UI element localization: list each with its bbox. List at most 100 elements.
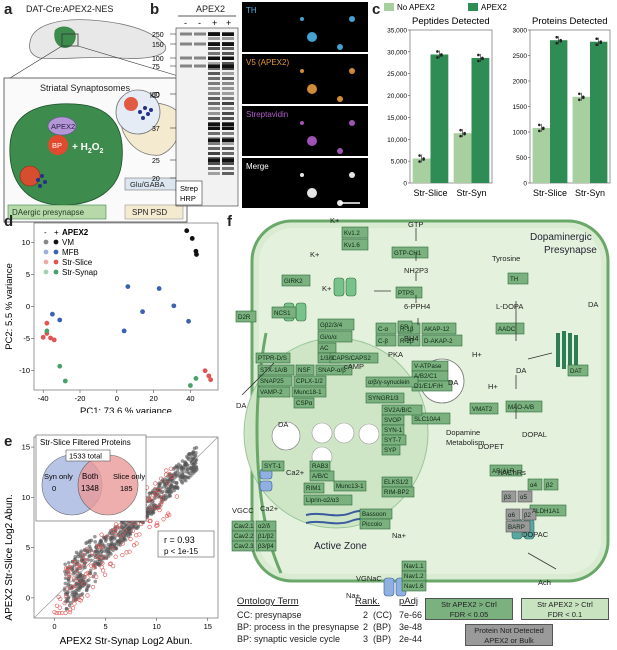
protein-label-rim1: RIM1 <box>306 485 321 492</box>
pathway-text-dopamine_metab_1: Dopamine <box>446 428 480 437</box>
slice-only-point <box>114 555 118 559</box>
protein-label-dat: DAT <box>570 368 582 375</box>
replicate-dot <box>582 97 585 100</box>
pca-xtick: -20 <box>75 394 86 403</box>
slice-only-point <box>71 606 75 610</box>
kd-marker-100: 100 <box>152 56 164 63</box>
protein-point <box>128 528 132 532</box>
pathway-text-pph4: 6-PPH4 <box>404 302 430 311</box>
legend-swatch-2: Protein Not DetectedAPEX2 or Bulk <box>465 624 553 646</box>
ytick-0: 35,000 <box>387 28 407 35</box>
pca-point <box>171 303 176 308</box>
replicate-dot <box>459 135 462 138</box>
protein-point <box>195 467 199 471</box>
image-channel-label-3: Merge <box>246 162 269 171</box>
blot-band <box>208 82 220 85</box>
pathway-text-hplus: H+ <box>488 382 498 391</box>
corr-ytick: 15 <box>22 443 30 452</box>
blot-band <box>208 123 220 127</box>
protein-label-b34: β3/β4 <box>258 543 274 550</box>
pca-point <box>50 312 55 317</box>
protein-label-cplx: CPLX-1/2 <box>296 378 323 385</box>
protein-label-aadc: AADC <box>498 326 516 333</box>
pca-ytick: 10 <box>22 238 30 247</box>
protein-label-syn1: SYN-1 <box>384 427 403 434</box>
protein-point <box>113 536 117 540</box>
lane-2-label: - <box>198 18 201 28</box>
blot-band <box>222 72 234 75</box>
ytick-0: 0 <box>403 181 407 188</box>
pca-point <box>208 377 213 382</box>
protein-point <box>157 481 161 485</box>
protein-label-snapab: SNAP-α/β <box>318 367 346 374</box>
replicate-dot <box>418 160 421 163</box>
replicate-dot <box>542 128 545 131</box>
legend-group-2: Str-Slice <box>62 258 93 267</box>
slice-only-point <box>148 525 152 529</box>
blot-band <box>208 142 220 145</box>
pathway-text-da: DA <box>236 401 246 410</box>
category-label-0-1: Str-Syn <box>456 188 486 198</box>
blot-band <box>180 33 192 36</box>
kd-marker-25: 25 <box>152 158 160 165</box>
panel-b-western-and-imaging: APEX2 - - + + kD 2501501007550372520 Str… <box>148 0 370 215</box>
replicate-dot <box>477 60 480 63</box>
pca-point <box>57 318 62 323</box>
protein-label-cspa: CSPα <box>296 400 313 407</box>
legend-swatch-1: Str APEX2 > CtrlFDR < 0.1 <box>521 598 609 620</box>
slice-only-point <box>91 585 95 589</box>
blot-band <box>222 117 234 120</box>
panel-d-pca-plot: -40-2002040-10-50510PC1: 73.6 % variance… <box>0 213 224 413</box>
protein-label-munc13: Munc13-1 <box>336 483 364 490</box>
cell-signal-dot <box>307 136 317 146</box>
protein-point <box>113 543 117 547</box>
ontology-cat: (BP) <box>373 634 391 644</box>
protein-label-cav22: Cav2.2 <box>234 533 254 540</box>
venn-title: Str-Slice Filtered Proteins <box>40 438 131 447</box>
protein-point <box>104 546 108 550</box>
slice-only-point <box>165 469 169 473</box>
protein-point <box>192 468 196 472</box>
pathway-text-nachr: nAChRs <box>498 468 526 477</box>
blot-band <box>180 65 192 68</box>
bar-0-1-0 <box>454 133 472 183</box>
venn-slice-only-n: 185 <box>120 484 133 493</box>
slice-only-point <box>162 517 166 521</box>
blot-band <box>222 167 234 170</box>
legend-group-0: VM <box>62 238 74 247</box>
blot-band <box>222 142 234 145</box>
slice-only-point <box>129 537 133 541</box>
blot-band <box>222 33 234 37</box>
protein-point <box>74 582 78 586</box>
panel-e-correlation-plot: 051015051015APEX2 Str-Synap Log2 Abun.AP… <box>0 433 224 650</box>
blot-band <box>208 159 220 163</box>
ytick-0: 20,000 <box>387 93 407 100</box>
pca-ytick: -10 <box>19 366 30 375</box>
pca-point <box>140 309 145 314</box>
bar-1-1-0 <box>573 97 590 183</box>
replicate-dot <box>578 93 581 96</box>
protein-point <box>166 478 170 482</box>
protein-label-syngr: SYNGR1/3 <box>368 395 399 402</box>
protein-point <box>67 561 71 565</box>
protein-point <box>88 544 92 548</box>
image-channel-label-0: TH <box>246 6 257 15</box>
ontology-rank: 3 <box>363 634 368 644</box>
protein-point <box>186 475 190 479</box>
replicate-dot <box>436 56 439 59</box>
legend-line2: APEX2 or Bulk <box>466 636 552 646</box>
protein-label-a4: α4 <box>530 482 538 489</box>
protein-point <box>183 463 187 467</box>
corr-xtick: 15 <box>204 622 212 631</box>
blot-band <box>222 82 234 85</box>
blot-band <box>208 65 220 69</box>
protein-point <box>110 539 114 543</box>
protein-label-rab3b: A/B/C <box>312 473 329 480</box>
blot-band <box>208 57 220 61</box>
protein-label-syt1: SYT-1 <box>264 463 282 470</box>
corr-ytick: 5 <box>26 543 30 552</box>
pca-xtick: 0 <box>115 394 119 403</box>
ontology-cat: (BP) <box>373 622 391 632</box>
blot-band <box>208 52 220 55</box>
protein-label-syn: α/β/γ-synuclein <box>368 379 410 386</box>
